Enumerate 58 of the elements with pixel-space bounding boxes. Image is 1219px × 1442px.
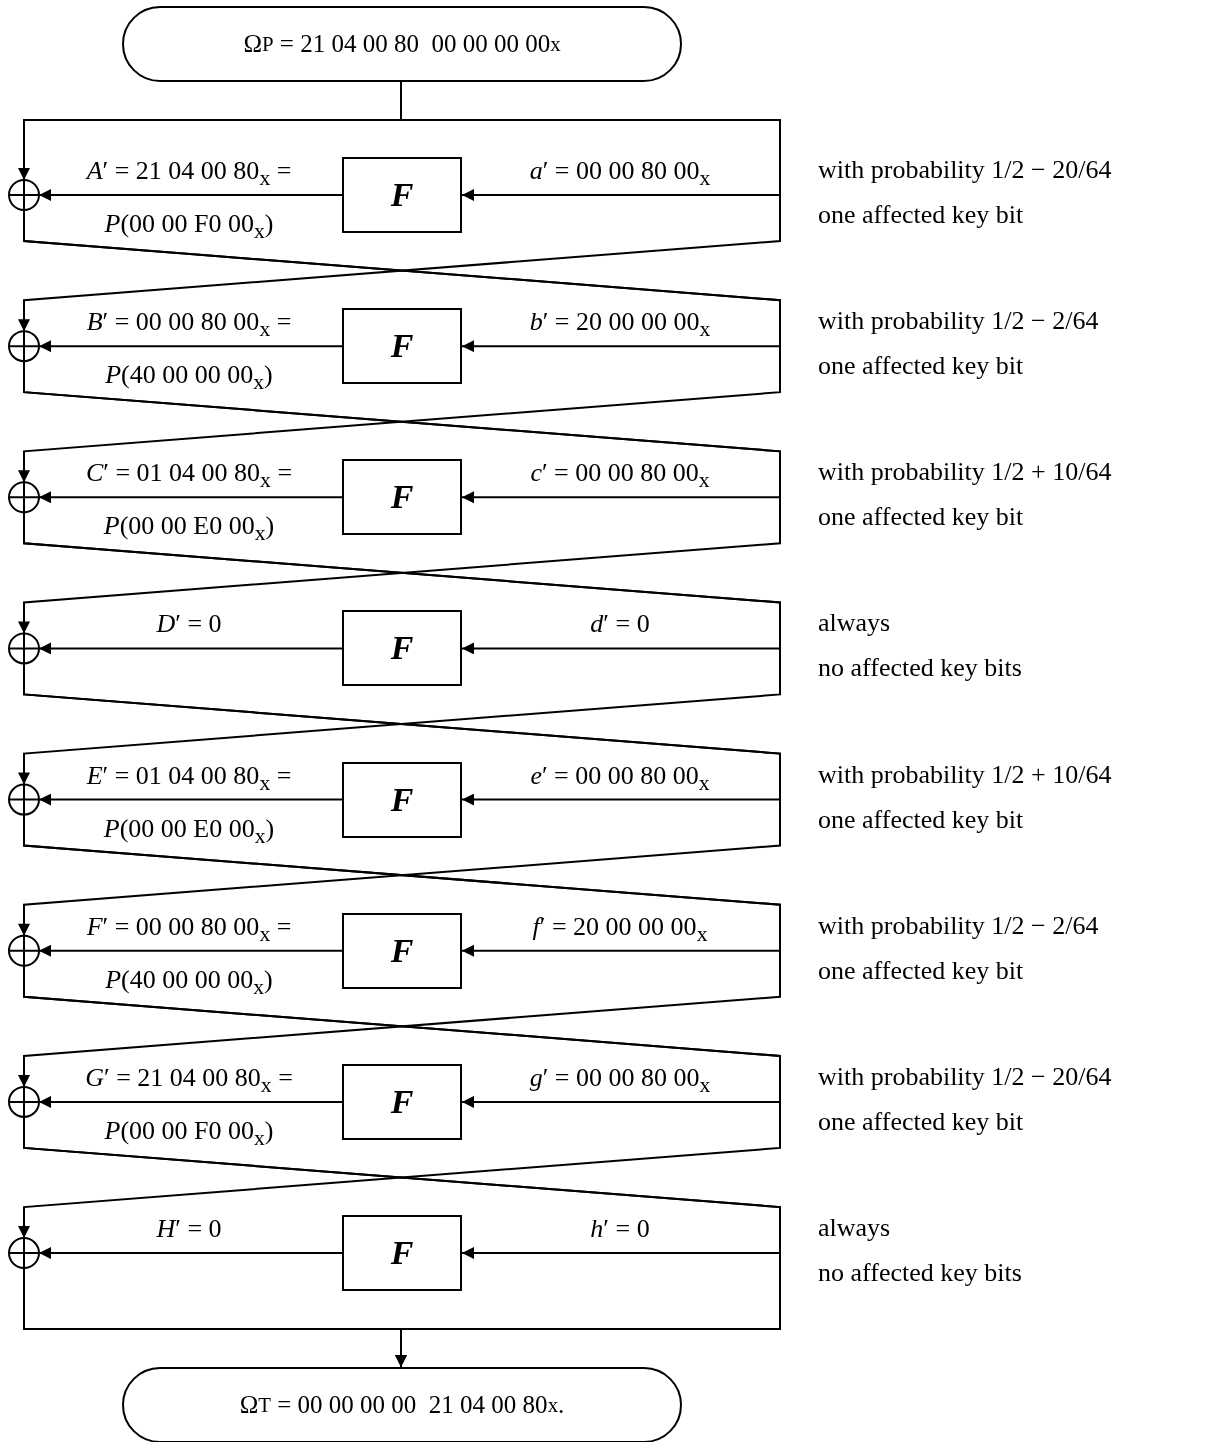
note-text: one affected key bit — [818, 1106, 1024, 1137]
arrow — [38, 1247, 343, 1260]
arrow — [38, 1095, 343, 1108]
xor-symbol — [8, 330, 40, 363]
function-box: F — [342, 610, 462, 687]
edge-label: C′ = 01 04 00 80$_{x}$ = P(00 00 E0 00$_{x}$) — [84, 457, 294, 548]
xor-symbol — [8, 934, 40, 967]
note-text: with probability 1/2 − 20/64 — [818, 1061, 1112, 1092]
edge-label: a′ = 00 00 80 00$_{x}$ — [528, 155, 712, 193]
note-text: no affected key bits — [818, 653, 1022, 684]
xor-symbol — [8, 632, 40, 665]
edge-label: H′ = 0 — [155, 1213, 223, 1246]
note-text: one affected key bit — [818, 955, 1024, 986]
edge-label: A′ = 21 04 00 80$_{x}$ = P(00 00 F0 00$_{x}$) — [84, 155, 293, 246]
xor-symbol — [8, 783, 40, 816]
function-box: F — [342, 308, 462, 385]
arrow — [38, 944, 343, 957]
edge-label: B′ = 00 00 80 00$_{x}$ = P(40 00 00 00$_{x}$) — [85, 306, 293, 397]
arrow — [38, 189, 343, 201]
edge-label: f′ = 20 00 00 00$_{x}$ — [531, 910, 709, 948]
edge-label: g′ = 00 00 80 00$_{x}$ — [528, 1061, 712, 1100]
edge-label: e′ = 00 00 80 00$_{x}$ — [529, 759, 711, 797]
xor-symbol — [8, 1237, 40, 1270]
note-text: with probability 1/2 + 10/64 — [818, 457, 1112, 488]
note-text: no affected key bits — [818, 1258, 1022, 1289]
function-box: F — [342, 459, 462, 536]
note-text: one affected key bit — [818, 200, 1024, 230]
note-text: with probability 1/2 − 20/64 — [818, 155, 1112, 185]
edge-label: F′ = 00 00 80 00$_{x}$ = P(40 00 00 00$_{x}$) — [85, 910, 293, 1002]
note-text: with probability 1/2 − 2/64 — [818, 910, 1099, 941]
function-box: F — [342, 912, 462, 989]
arrow — [38, 340, 343, 353]
note-text: always — [818, 1213, 891, 1244]
note-text: with probability 1/2 − 2/64 — [818, 306, 1099, 337]
note-text: always — [818, 608, 891, 639]
edge-label: c′ = 00 00 80 00$_{x}$ — [529, 457, 711, 495]
arrow — [18, 209, 781, 484]
note-text: one affected key bit — [818, 804, 1024, 835]
arrow — [38, 793, 343, 806]
edge-label: G′ = 21 04 00 80$_{x}$ = P(00 00 F0 00$_{x}$) — [84, 1061, 294, 1153]
xor-symbol — [8, 179, 40, 211]
edge-label: D′ = 0 — [155, 608, 223, 641]
note-text: one affected key bit — [818, 502, 1024, 533]
arrow — [18, 81, 781, 333]
function-box: F — [342, 1063, 462, 1140]
note-text: one affected key bit — [818, 351, 1024, 382]
function-box: F — [342, 157, 462, 233]
function-box: F — [342, 761, 462, 838]
edge-label: d′ = 0 — [589, 608, 651, 641]
arrow — [38, 491, 343, 504]
edge-label: h′ = 0 — [589, 1213, 651, 1246]
xor-symbol — [8, 1085, 40, 1118]
edge-label: E′ = 01 04 00 80$_{x}$ = P(00 00 E0 00$_{x}$) — [85, 759, 293, 850]
note-text: with probability 1/2 + 10/64 — [818, 759, 1112, 790]
xor-symbol — [8, 481, 40, 514]
arrow — [38, 642, 343, 655]
function-box: F — [342, 1215, 462, 1292]
edge-label: b′ = 20 00 00 00$_{x}$ — [528, 306, 712, 344]
